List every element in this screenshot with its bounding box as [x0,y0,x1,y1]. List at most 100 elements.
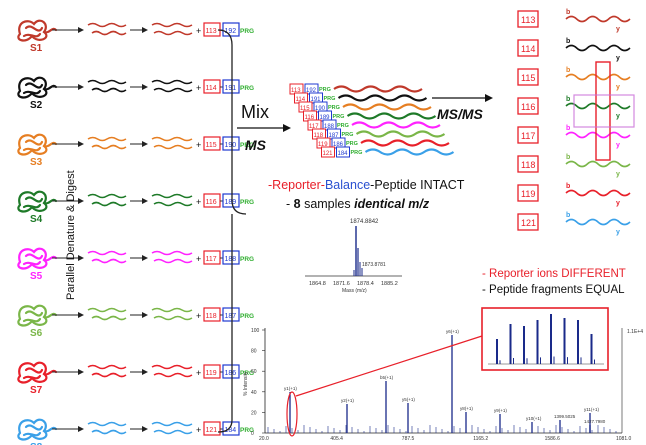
reporter-mass: 116 [206,199,217,206]
svg-text:y: y [616,26,620,33]
labeled-peptides [151,307,193,321]
labeled-peptides [151,193,193,207]
plus-sign: + [196,83,201,93]
reporter-reference-item: 119 by [517,183,631,207]
fragment-ions: by [565,9,631,33]
svg-text:PRG: PRG [346,141,358,147]
svg-text:PRG: PRG [328,105,340,111]
svg-text:PRG: PRG [333,114,345,120]
balance-mass: 184 [225,427,237,434]
msms-xtick: 1081.0 [616,436,632,442]
msms-peak-label: 1399.5025 [554,414,576,419]
plus-sign: + [196,26,201,36]
msms-peak-label: y11(+1) [584,407,600,412]
svg-text:PRG: PRG [337,123,349,129]
msms-ytick: 80 [251,349,257,355]
balance-mass: 186 [225,370,237,377]
stacked-reporter: 119 [318,142,328,148]
fragment-ions: by [565,38,631,62]
msms-peak-label: y5(+1) [402,397,415,402]
fragment-ions: by [565,67,631,91]
fragment-ions: by [565,183,631,207]
stacked-balance: 189 [320,115,331,121]
reporter-reference-mass: 118 [521,160,535,170]
stacked-reporter: 113 [291,88,301,94]
msms-label: MS/MS [437,106,484,122]
sample-label: S3 [30,157,43,168]
msms-ytick: 100 [251,328,260,334]
sample-label: S6 [30,328,43,339]
samples-statement: - 8 samples identical m/z [286,197,430,211]
balance-mass: 187 [225,313,237,320]
plus-sign: + [196,254,201,264]
stacked-balance: 192 [306,88,317,94]
msms-peak-label: 1427.7980 [584,419,606,424]
msms-xtick: 405.4 [330,436,343,442]
digested-peptides [87,307,127,321]
svg-text:b: b [566,96,570,103]
stacked-reporter: 118 [314,133,324,139]
svg-text:PRG: PRG [351,150,363,156]
process-label: Parallel Denature & Digest [65,170,77,300]
protein-blob-icon [17,247,58,270]
prg-label: PRG [240,199,254,206]
zoom-connector [295,335,483,397]
mix-label: Mix [241,102,269,122]
balance-box [222,250,240,265]
svg-text:PRG: PRG [319,87,331,93]
stacked-balance: 187 [329,133,340,139]
ms1-xlabel: Mass (m/z) [342,288,367,294]
svg-text:y: y [616,229,620,236]
fragment-highlight-box [595,61,611,161]
msms-ytick: 0 [251,431,254,437]
balance-mass: 190 [225,142,237,149]
fragment-ions: by [565,96,631,120]
ms1-tick-1: 1864.8 [309,281,326,287]
reporter-reference-mass: 116 [521,102,535,112]
reporter-zoom-callout [286,307,609,437]
msms-peak-label: y8(+1) [460,406,473,411]
protein-blob-icon [17,133,58,156]
balance-mass: 189 [225,199,237,206]
stacked-balance: 191 [311,97,322,103]
digested-peptides [87,421,127,435]
protein-blob-icon [17,304,58,327]
prg-label: PRG [240,28,254,35]
msms-peak-label: y6(+1) [446,329,459,334]
labeled-peptides [151,250,193,264]
fragment-ions: by [565,154,631,178]
svg-text:y: y [616,113,620,120]
svg-text:b: b [566,154,570,161]
stacked-balance: 184 [338,151,349,157]
msms-ytick: 40 [251,390,257,396]
svg-text:y: y [616,200,620,207]
msms-xtick: 787.5 [402,436,415,442]
digested-peptides [87,250,127,264]
mix-bracket [217,29,247,215]
svg-text:y: y [616,171,620,178]
stacked-reporter: 116 [305,115,315,121]
labeled-peptides [151,421,193,435]
msms-peak-label: b5(+1) [380,375,394,380]
reporter-mass: 117 [206,256,217,263]
reporter-mass: 115 [206,142,217,149]
stacked-reporter: 121 [323,151,334,157]
reporter-reference-mass: 119 [521,189,535,199]
svg-text:y: y [616,84,620,91]
msms-peak-label: y9(+1) [494,408,507,413]
svg-text:b: b [566,9,570,16]
ms1-peak-label: 1874.8842 [350,219,379,225]
